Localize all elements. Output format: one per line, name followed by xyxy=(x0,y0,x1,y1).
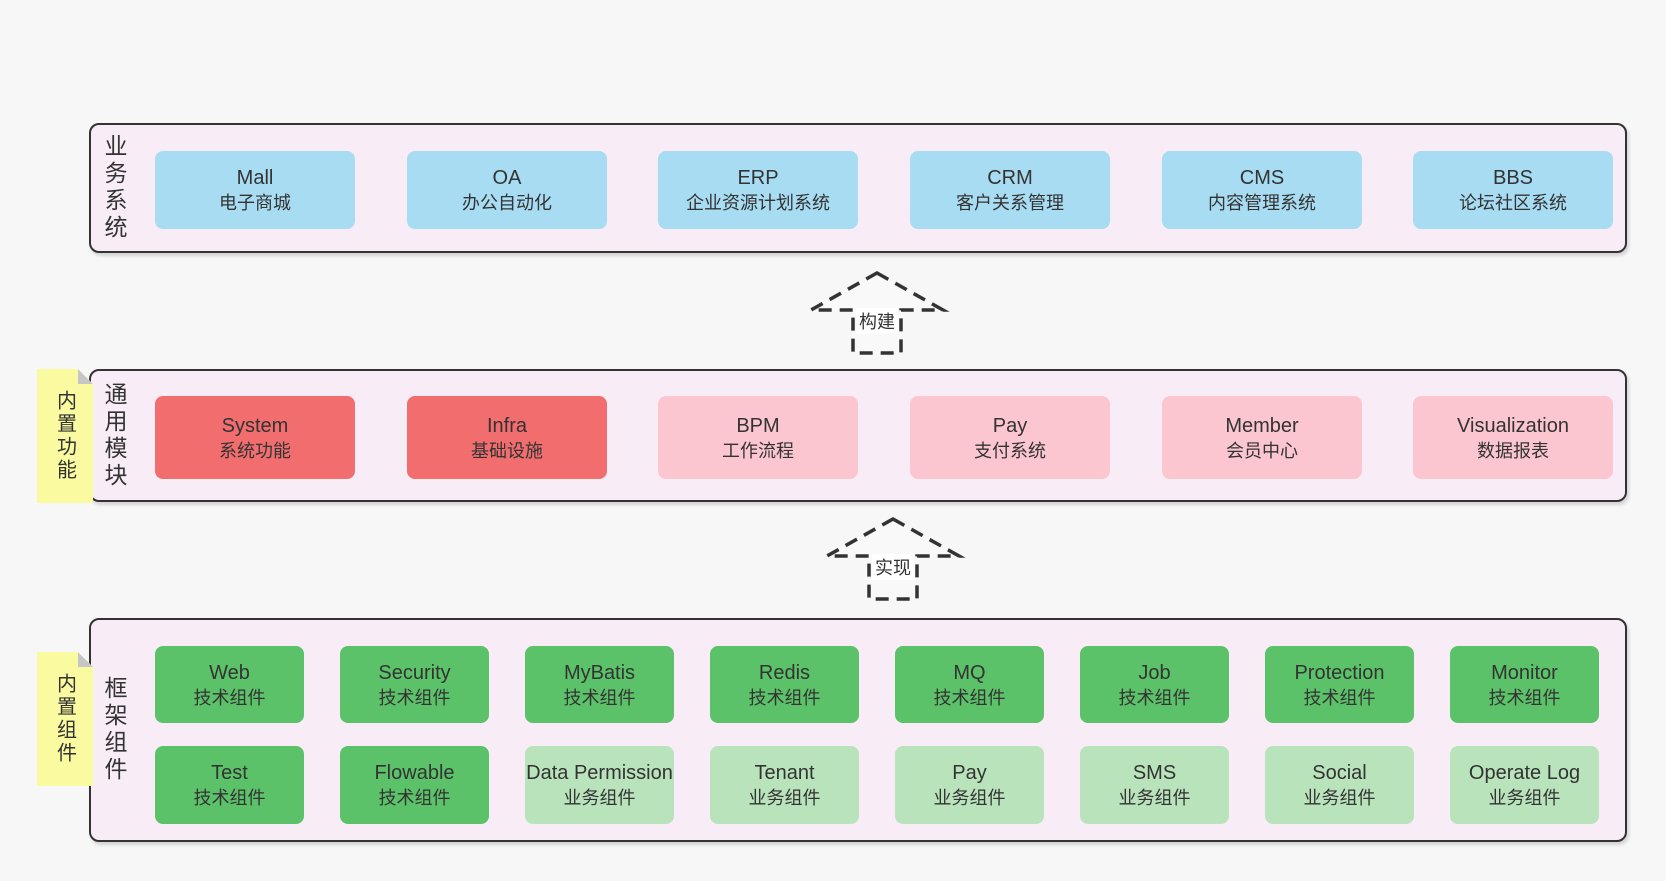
box-title: ERP xyxy=(737,167,779,189)
box-subtitle: 技术组件 xyxy=(1303,687,1376,708)
box-title: Visualization xyxy=(1457,414,1569,437)
box-test: Test 技术组件 xyxy=(155,746,304,824)
box-data-permission: Data Permission 业务组件 xyxy=(525,746,674,824)
box-title: MyBatis xyxy=(563,661,636,684)
box-title: Member xyxy=(1225,414,1299,437)
box-title: Social xyxy=(1312,762,1367,784)
box-mybatis: MyBatis 技术组件 xyxy=(525,646,674,723)
box-subtitle: 技术组件 xyxy=(193,687,266,708)
box-subtitle: 基础设施 xyxy=(471,440,543,461)
common-modules-label: 通用模块 xyxy=(101,381,127,490)
box-title: MQ xyxy=(953,661,986,684)
sticky-built-in-features: 内置功能 xyxy=(37,369,93,503)
box-job: Job 技术组件 xyxy=(1080,646,1229,723)
box-infra: Infra 基础设施 xyxy=(407,396,607,479)
box-title: Job xyxy=(1138,661,1171,684)
box-subtitle: 业务组件 xyxy=(563,788,636,808)
box-title: SMS xyxy=(1132,762,1177,784)
box-subtitle: 电子商城 xyxy=(219,193,291,213)
box-title: Tenant xyxy=(754,762,815,784)
box-visualization: Visualization 数据报表 xyxy=(1413,396,1613,479)
box-subtitle: 会员中心 xyxy=(1226,440,1298,461)
box-subtitle: 技术组件 xyxy=(378,687,451,708)
box-subtitle: 业务组件 xyxy=(1488,788,1561,808)
box-tenant: Tenant 业务组件 xyxy=(710,746,859,824)
box-title: Test xyxy=(211,762,248,784)
box-bbs: BBS 论坛社区系统 xyxy=(1413,151,1613,229)
build-arrow: 构建 xyxy=(802,270,952,356)
box-title: Pay xyxy=(992,414,1028,437)
box-monitor: Monitor 技术组件 xyxy=(1450,646,1599,723)
box-redis: Redis 技术组件 xyxy=(710,646,859,723)
box-title: Monitor xyxy=(1491,661,1558,684)
business-systems-label: 业务系统 xyxy=(101,134,127,242)
box-subtitle: 技术组件 xyxy=(193,788,266,808)
box-title: Web xyxy=(209,661,250,684)
common-modules-section: 通用模块 System 系统功能 Infra 基础设施 BPM 工作流程 Pay… xyxy=(89,369,1627,502)
box-crm: CRM 客户关系管理 xyxy=(910,151,1110,229)
box-title: Redis xyxy=(758,661,811,684)
box-subtitle: 工作流程 xyxy=(722,440,794,461)
box-title: Operate Log xyxy=(1468,762,1581,784)
box-mall: Mall 电子商城 xyxy=(155,151,355,229)
box-system: System 系统功能 xyxy=(155,396,355,479)
box-title: System xyxy=(221,414,289,437)
box-title: Data Permission xyxy=(526,762,673,784)
box-title: Security xyxy=(378,661,451,684)
box-subtitle: 企业资源计划系统 xyxy=(686,193,830,213)
box-social: Social 业务组件 xyxy=(1265,746,1414,824)
box-subtitle: 办公自动化 xyxy=(462,193,552,213)
box-subtitle: 数据报表 xyxy=(1477,440,1549,461)
implement-arrow-label: 实现 xyxy=(872,554,914,580)
box-subtitle: 技术组件 xyxy=(378,788,451,808)
sticky-label: 内置功能 xyxy=(53,390,76,482)
box-flowable: Flowable 技术组件 xyxy=(340,746,489,824)
box-subtitle: 系统功能 xyxy=(219,440,291,461)
box-protection: Protection 技术组件 xyxy=(1265,646,1414,723)
box-title: Mall xyxy=(236,167,274,189)
box-title: BPM xyxy=(736,414,780,437)
box-bpm: BPM 工作流程 xyxy=(658,396,858,479)
sticky-built-in-components: 内置组件 xyxy=(37,652,93,786)
box-oa: OA 办公自动化 xyxy=(407,151,607,229)
box-security: Security 技术组件 xyxy=(340,646,489,723)
box-subtitle: 业务组件 xyxy=(1303,788,1376,808)
framework-components-label: 框架组件 xyxy=(101,676,127,784)
box-subtitle: 业务组件 xyxy=(1118,788,1191,808)
box-title: OA xyxy=(492,167,522,189)
box-title: Protection xyxy=(1294,661,1385,684)
box-subtitle: 客户关系管理 xyxy=(956,193,1064,213)
box-title: CRM xyxy=(987,167,1033,189)
box-subtitle: 技术组件 xyxy=(563,687,636,708)
box-member: Member 会员中心 xyxy=(1162,396,1362,479)
box-subtitle: 技术组件 xyxy=(1118,687,1191,708)
box-web: Web 技术组件 xyxy=(155,646,304,723)
box-subtitle: 内容管理系统 xyxy=(1208,193,1316,213)
box-subtitle: 业务组件 xyxy=(748,788,821,808)
box-subtitle: 业务组件 xyxy=(933,788,1006,808)
box-mq: MQ 技术组件 xyxy=(895,646,1044,723)
box-title: BBS xyxy=(1492,167,1534,189)
box-title: Pay xyxy=(952,762,987,784)
box-title: CMS xyxy=(1239,167,1285,189)
box-subtitle: 技术组件 xyxy=(933,687,1006,708)
implement-arrow: 实现 xyxy=(818,516,968,602)
box-cms: CMS 内容管理系统 xyxy=(1162,151,1362,229)
business-systems-section: 业务系统 Mall 电子商城 OA 办公自动化 ERP 企业资源计划系统 CRM… xyxy=(89,123,1627,253)
sticky-label: 内置组件 xyxy=(53,673,76,765)
box-sms: SMS 业务组件 xyxy=(1080,746,1229,824)
framework-components-section: 框架组件 Web 技术组件 Security 技术组件 MyBatis 技术组件… xyxy=(89,618,1627,842)
box-title: Infra xyxy=(486,414,528,437)
box-title: Flowable xyxy=(374,762,455,784)
box-subtitle: 论坛社区系统 xyxy=(1459,193,1567,213)
box-subtitle: 技术组件 xyxy=(748,687,821,708)
box-subtitle: 技术组件 xyxy=(1488,687,1561,708)
build-arrow-label: 构建 xyxy=(856,308,898,334)
box-erp: ERP 企业资源计划系统 xyxy=(658,151,858,229)
box-pay-component: Pay 业务组件 xyxy=(895,746,1044,824)
box-operate-log: Operate Log 业务组件 xyxy=(1450,746,1599,824)
box-subtitle: 支付系统 xyxy=(974,440,1046,461)
box-pay-system: Pay 支付系统 xyxy=(910,396,1110,479)
